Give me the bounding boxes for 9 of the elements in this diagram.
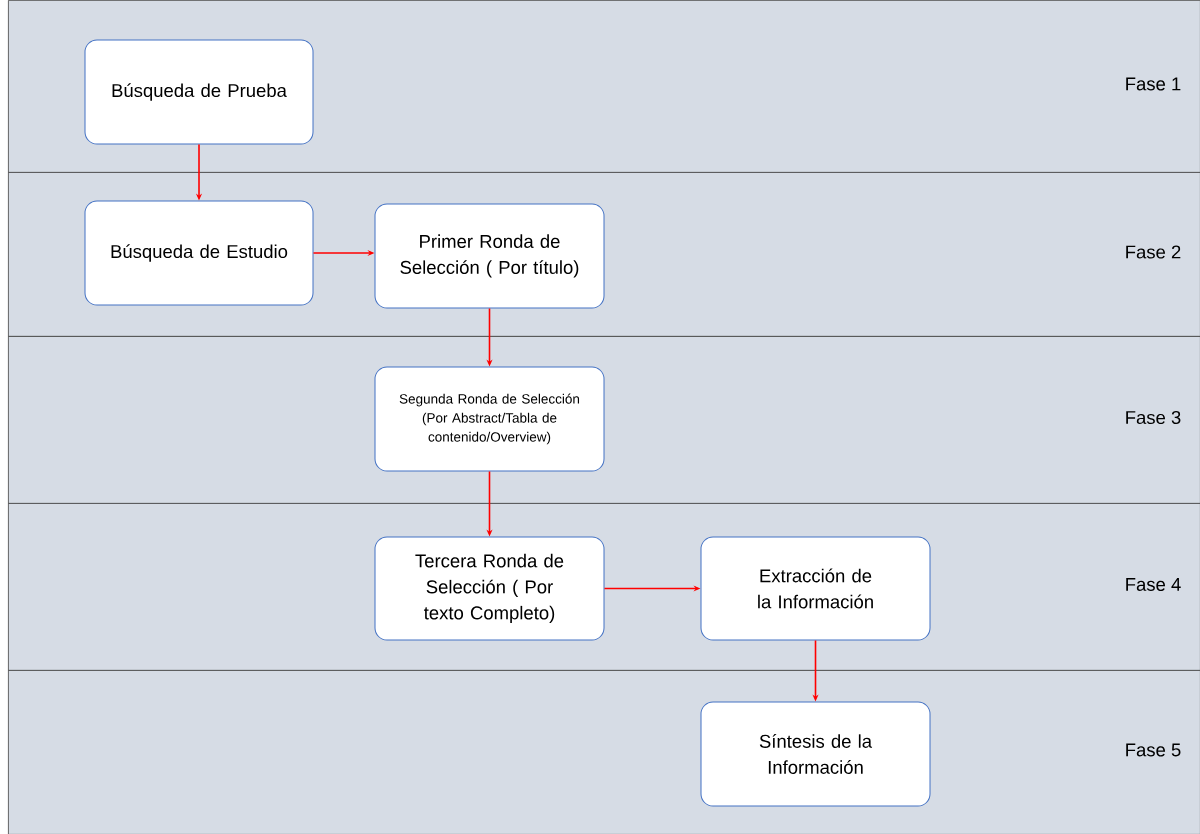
node-label: Fase 4 xyxy=(1126,578,1181,591)
process-box: Tercera Ronda de Selección ( Por texto Completo) xyxy=(374,536,605,641)
process-box: Búsqueda de Prueba xyxy=(84,39,314,145)
process-box: Segunda Ronda de Selección (Por Abstract/Tabla de contenido/Overview) xyxy=(374,366,605,472)
process-box: Primer Ronda de Selección ( Por título) xyxy=(374,203,605,309)
process-box: Extracción de la Información xyxy=(700,536,931,641)
process-box: Síntesis de la Información xyxy=(700,701,931,807)
node-label: Fase 2 xyxy=(1126,245,1181,259)
process-box: Búsqueda de Estudio xyxy=(84,200,314,306)
